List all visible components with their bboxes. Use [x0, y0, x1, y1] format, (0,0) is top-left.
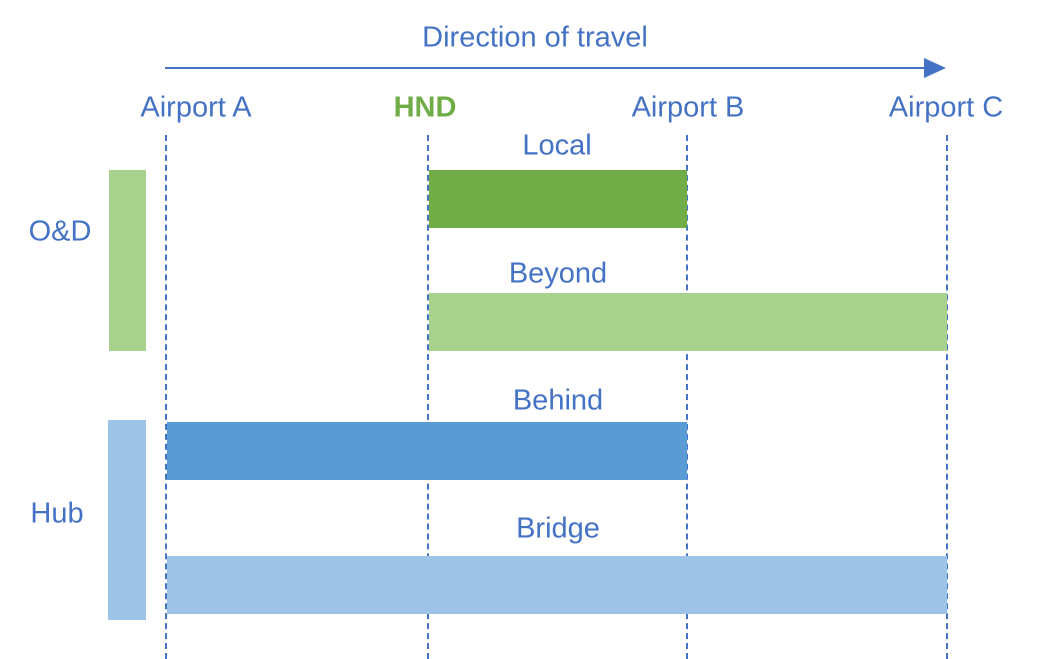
hnd-divider [427, 135, 429, 659]
airport-b-divider [686, 135, 688, 659]
airport-a-label: Airport A [140, 91, 252, 124]
behind-label: Behind [512, 384, 604, 417]
hnd-label: HND [393, 91, 457, 124]
beyond-bar [429, 293, 947, 351]
local-label: Local [522, 129, 592, 162]
airport-c-divider [946, 135, 948, 659]
od-group-label: O&D [28, 215, 92, 248]
hub-group-label: Hub [30, 497, 84, 530]
od-group-bar [109, 170, 146, 351]
local-bar [429, 170, 687, 228]
arrowhead-icon [924, 58, 946, 78]
bridge-label: Bridge [516, 512, 600, 545]
direction-title: Direction of travel [422, 21, 648, 54]
airport-a-divider [165, 135, 167, 659]
hub-group-bar [108, 420, 146, 620]
airport-b-label: Airport B [631, 91, 745, 124]
airport-c-label: Airport C [888, 91, 1004, 124]
beyond-label: Beyond [508, 257, 608, 290]
bridge-bar [167, 556, 947, 614]
behind-bar [167, 422, 687, 480]
